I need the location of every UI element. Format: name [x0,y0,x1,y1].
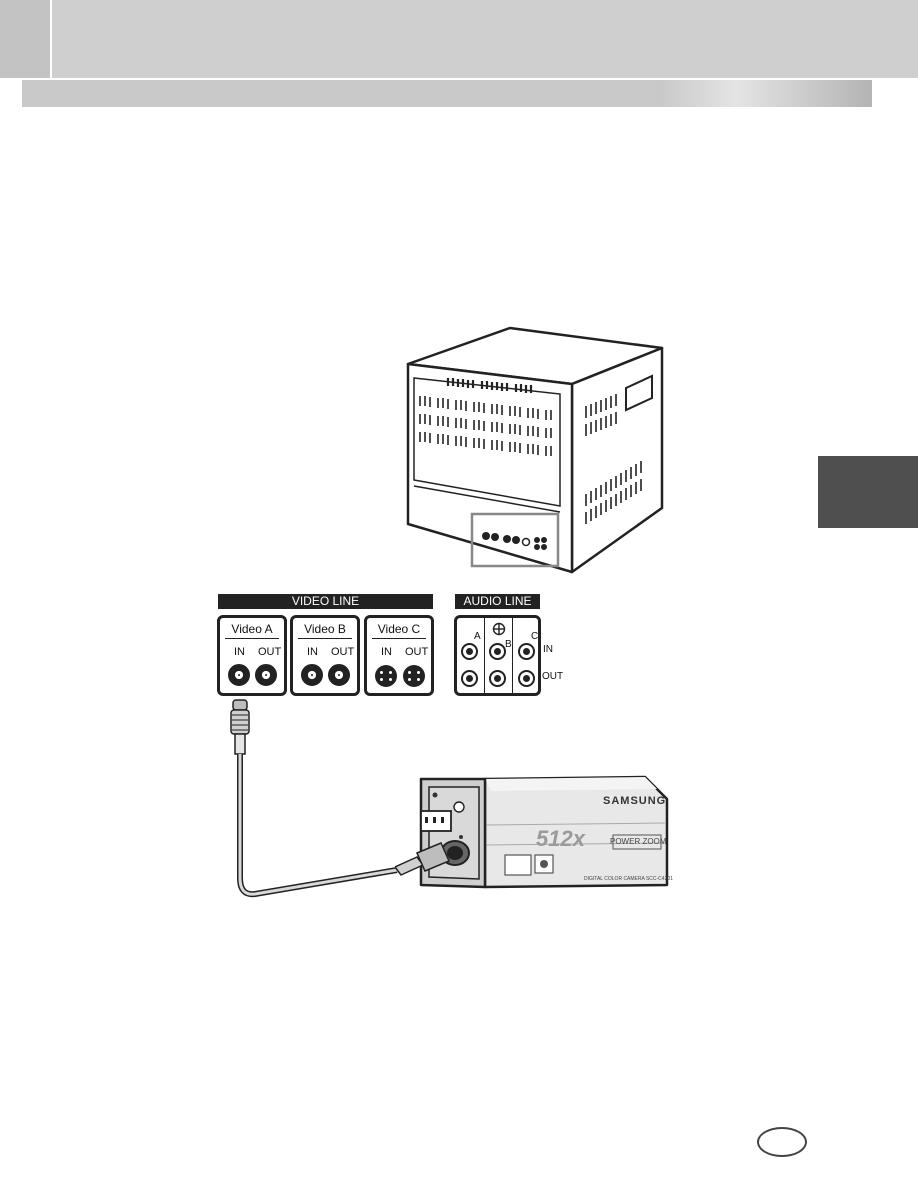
audio-a-label: A [474,631,481,642]
monitor-illustration [406,326,664,574]
audio-c-out-jack[interactable] [518,670,535,687]
video-a-in-jack[interactable] [228,664,250,686]
audio-c-label: C [531,631,539,642]
bnc-cable [230,699,398,898]
video-b-title: Video B [304,622,346,636]
audio-in-label: IN [543,644,553,655]
audio-a-in-jack[interactable] [461,643,478,660]
video-c-out-svideo-jack[interactable] [403,665,425,687]
audio-line-label: AUDIO LINE [455,594,540,609]
video-a-in-label: IN [234,646,245,658]
video-a-panel: Video A IN OUT [217,615,287,696]
page-number-badge [757,1127,807,1157]
audio-c-in-jack[interactable] [518,643,535,660]
camera-zoom-label: POWER ZOOM [610,837,667,846]
video-b-out-label: OUT [331,646,355,658]
ground-icon [492,622,506,636]
audio-panel: A B C [454,615,541,696]
audio-out-label: OUT [542,671,564,682]
video-c-out-label: OUT [405,646,429,658]
video-c-title: Video C [377,622,421,636]
camera-brand-logo: SAMSUNG [603,795,667,807]
camera-zoom-badge: 512x [536,826,585,851]
audio-a-out-jack[interactable] [461,670,478,687]
video-c-panel: Video C IN OUT [364,615,434,696]
video-b-in-jack[interactable] [301,664,323,686]
video-b-in-label: IN [307,646,318,658]
video-b-panel: Video B IN OUT [290,615,360,696]
video-c-in-label: IN [381,646,392,658]
camera-illustration [395,775,669,889]
chapter-tab [818,456,918,528]
video-line-label: VIDEO LINE [218,594,433,609]
video-b-out-jack[interactable] [328,664,350,686]
audio-b-in-jack[interactable] [489,643,506,660]
audio-b-out-jack[interactable] [489,670,506,687]
video-a-out-label: OUT [258,646,282,658]
video-a-title: Video A [231,622,273,636]
header-band [0,0,918,78]
section-bar [22,80,872,107]
audio-b-label: B [505,639,512,650]
header-left-block [0,0,52,78]
camera-model-label: DIGITAL COLOR CAMERA SCC-C4201 [584,876,673,882]
video-a-out-jack[interactable] [255,664,277,686]
video-c-in-svideo-jack[interactable] [375,665,397,687]
